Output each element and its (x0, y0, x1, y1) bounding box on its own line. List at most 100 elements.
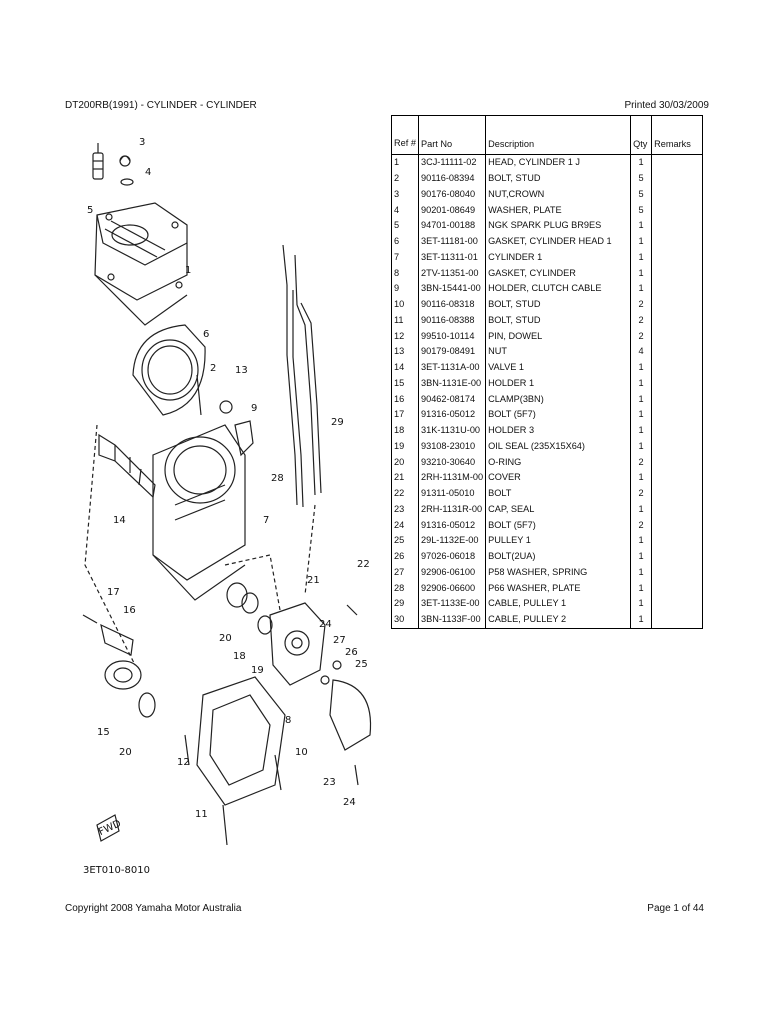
diagram-code: 3ET010-8010 (83, 865, 150, 876)
cell-part-no: 90116-08318 (417, 296, 487, 313)
cell-remarks (651, 328, 703, 344)
cell-description: BOLT (5F7) (485, 407, 632, 423)
cell-qty: 2 (630, 312, 653, 329)
cell-part-no: 91311-05010 (417, 485, 487, 502)
cell-description: CABLE, PULLEY 2 (485, 611, 632, 629)
cell-remarks (651, 533, 703, 549)
cell-qty: 1 (630, 564, 653, 581)
cell-description: GASKET, CYLINDER HEAD 1 (485, 233, 632, 250)
cell-remarks (651, 218, 703, 234)
cell-ref: 20 (391, 454, 419, 470)
cell-qty: 1 (630, 580, 653, 596)
callout-22: 22 (357, 559, 370, 570)
cell-remarks (651, 407, 703, 423)
cell-part-no: 3BN-15441-00 (417, 281, 487, 297)
cell-qty: 1 (630, 533, 653, 549)
cell-remarks (651, 548, 703, 565)
cell-ref: 10 (391, 296, 419, 313)
col-header-remarks: Remarks (651, 115, 703, 155)
callout-8: 8 (285, 715, 291, 726)
cell-description: CYLINDER 1 (485, 249, 632, 266)
cell-qty: 5 (630, 186, 653, 203)
exploded-parts-diagram: 3 4 5 1 6 2 13 9 29 28 14 7 22 21 17 16 … (75, 125, 390, 885)
cell-ref: 27 (391, 564, 419, 581)
cell-ref: 21 (391, 470, 419, 486)
callout-15: 15 (97, 727, 110, 738)
copyright: Copyright 2008 Yamaha Motor Australia (65, 903, 242, 914)
cell-qty: 4 (630, 344, 653, 360)
cell-description: GASKET, CYLINDER (485, 265, 632, 281)
cell-qty: 2 (630, 485, 653, 502)
cell-ref: 12 (391, 328, 419, 344)
col-header-description: Description (485, 115, 632, 155)
cell-part-no: 90176-08040 (417, 186, 487, 203)
callout-26: 25 (355, 659, 368, 670)
cell-remarks (651, 249, 703, 266)
cell-remarks (651, 485, 703, 502)
cell-qty: 1 (630, 153, 653, 171)
cell-ref: 11 (391, 312, 419, 329)
cell-ref: 4 (391, 202, 419, 218)
cell-remarks (651, 454, 703, 470)
cylinder-gasket-drawing (196, 676, 286, 806)
callout-28: 27 (333, 635, 346, 646)
callout-30: 29 (331, 417, 344, 428)
cell-description: PULLEY 1 (485, 533, 632, 549)
callout-19: 19 (251, 665, 264, 676)
cell-part-no: 3CJ-11111-02 (417, 153, 487, 171)
cell-remarks (651, 501, 703, 518)
cell-description: BOLT (485, 485, 632, 502)
callout-23: 23 (323, 777, 336, 788)
callout-11: 11 (195, 809, 208, 820)
callout-9: 9 (251, 403, 257, 414)
cell-remarks (651, 281, 703, 297)
col-header-part-no: Part No (417, 115, 487, 155)
cell-description: HOLDER 1 (485, 375, 632, 392)
cylinder-head-drawing (94, 202, 188, 326)
cell-qty: 2 (630, 328, 653, 344)
cell-ref: 3 (391, 186, 419, 203)
cell-qty: 1 (630, 438, 653, 455)
valve-holder-drawing (82, 614, 156, 718)
cell-description: BOLT, STUD (485, 312, 632, 329)
cell-ref: 28 (391, 580, 419, 596)
cell-remarks (651, 312, 703, 329)
cell-description: CLAMP(3BN) (485, 391, 632, 407)
cell-qty: 1 (630, 548, 653, 565)
cell-part-no: 92906-06100 (417, 564, 487, 581)
callout-7: 7 (263, 515, 269, 526)
cell-description: P58 WASHER, SPRING (485, 564, 632, 581)
cell-qty: 2 (630, 296, 653, 313)
callout-6: 6 (203, 329, 209, 340)
callout-4: 4 (145, 167, 151, 178)
callout-29: 28 (271, 473, 284, 484)
cell-ref: 1 (391, 153, 419, 171)
cell-remarks (651, 596, 703, 612)
cell-part-no: 3ET-11311-01 (417, 249, 487, 266)
col-header-qty: Qty (630, 115, 653, 155)
cell-description: VALVE 1 (485, 359, 632, 376)
cell-remarks (651, 233, 703, 250)
cell-remarks (651, 470, 703, 486)
cell-description: OIL SEAL (235X15X64) (485, 438, 632, 455)
fwd-label: FWD (97, 818, 123, 838)
cell-ref: 14 (391, 359, 419, 376)
cell-description: PIN, DOWEL (485, 328, 632, 344)
cell-part-no: 91316-05012 (417, 407, 487, 423)
cell-qty: 1 (630, 391, 653, 407)
